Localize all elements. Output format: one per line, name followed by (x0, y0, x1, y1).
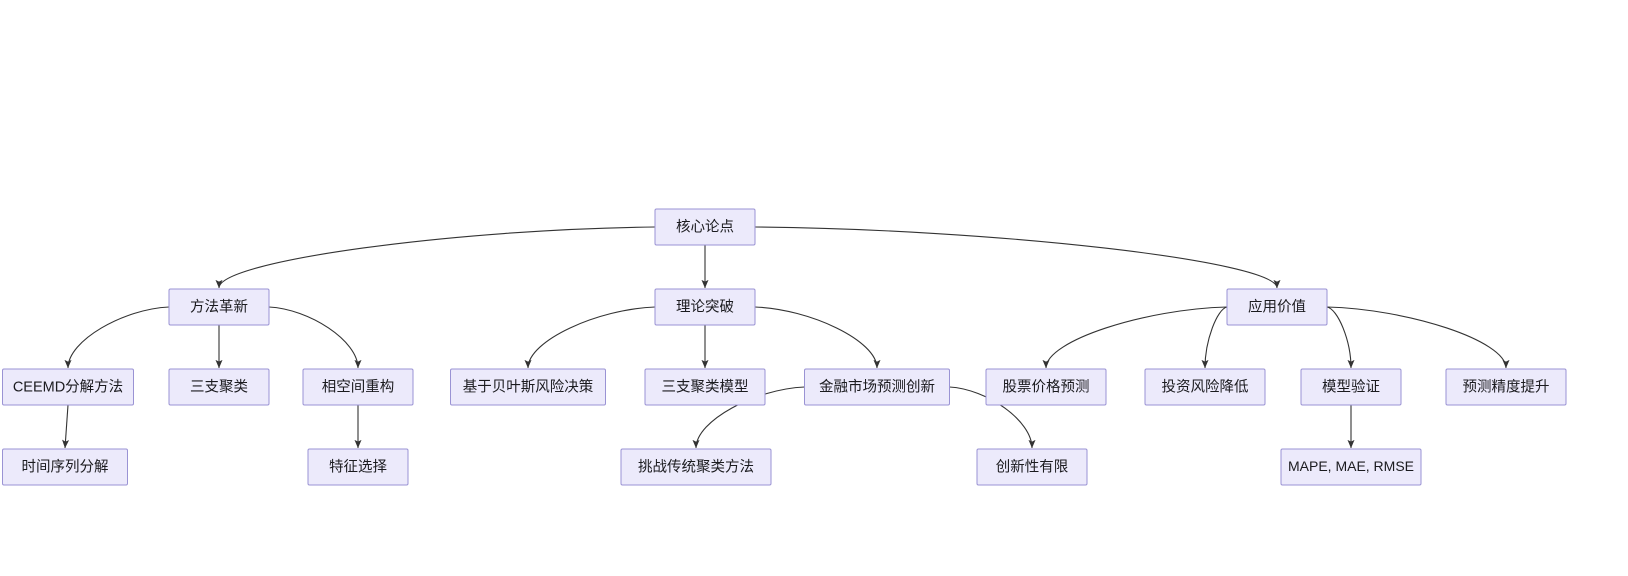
edge-apply-to-validate (1326, 306, 1355, 369)
edge-finnov-to-limited (949, 386, 1036, 449)
edge-core-to-apply (754, 226, 1281, 289)
node-label-twmodel: 三支聚类模型 (662, 378, 749, 395)
node-box-threeway (168, 368, 270, 406)
node-label-threeway: 三支聚类 (190, 378, 248, 395)
node-box-bayes (450, 368, 606, 406)
node-accuracy[interactable]: 预测精度提升 (1445, 368, 1567, 406)
edge-theory-to-finnov (754, 306, 881, 369)
node-label-finnov: 金融市场预测创新 (819, 378, 935, 395)
node-limited[interactable]: 创新性有限 (976, 448, 1088, 486)
node-box-featsel (307, 448, 409, 486)
node-box-stock (985, 368, 1107, 406)
edge-theory-to-bayes (524, 306, 656, 369)
node-box-challenge (620, 448, 772, 486)
node-box-risk (1144, 368, 1266, 406)
node-box-tsdecomp (2, 448, 128, 486)
node-label-apply: 应用价值 (1248, 297, 1306, 315)
edge-apply-to-stock (1042, 306, 1228, 369)
node-label-featsel: 特征选择 (329, 458, 387, 475)
edge-method-to-ceemd (64, 306, 170, 369)
edge-apply-to-risk (1201, 306, 1228, 369)
node-label-stock: 股票价格预测 (1003, 378, 1090, 395)
node-box-method (168, 288, 270, 326)
node-phase[interactable]: 相空间重构 (302, 368, 414, 406)
node-label-metrics: MAPE, MAE, RMSE (1288, 458, 1414, 474)
edge-finnov-to-challenge (692, 386, 805, 449)
node-validate[interactable]: 模型验证 (1300, 368, 1402, 406)
edge-apply-to-accuracy (1326, 306, 1510, 369)
node-label-method: 方法革新 (190, 298, 248, 315)
node-box-ceemd (2, 368, 134, 406)
node-core[interactable]: 核心论点 (654, 208, 756, 246)
node-metrics[interactable]: MAPE, MAE, RMSE (1280, 448, 1422, 486)
edge-method-to-phase (268, 306, 362, 369)
node-tsdecomp[interactable]: 时间序列分解 (2, 448, 128, 486)
node-label-bayes: 基于贝叶斯风险决策 (463, 378, 594, 395)
node-risk[interactable]: 投资风险降低 (1144, 368, 1266, 406)
node-bayes[interactable]: 基于贝叶斯风险决策 (450, 368, 606, 406)
edge-ceemd-to-tsdecomp (62, 404, 70, 449)
node-label-accuracy: 预测精度提升 (1463, 378, 1550, 395)
node-box-twmodel (644, 368, 766, 406)
edge-core-to-method (215, 226, 656, 289)
node-finnov[interactable]: 金融市场预测创新 (804, 368, 950, 406)
edge-layer (62, 226, 1510, 449)
node-label-core: 核心论点 (676, 218, 734, 235)
node-label-risk: 投资风险降低 (1162, 378, 1249, 395)
node-method[interactable]: 方法革新 (168, 288, 270, 326)
node-label-validate: 模型验证 (1322, 378, 1380, 395)
node-label-phase: 相空间重构 (322, 378, 395, 395)
node-threeway[interactable]: 三支聚类 (168, 368, 270, 406)
node-apply[interactable]: 应用价值 (1226, 288, 1328, 326)
node-ceemd[interactable]: CEEMD分解方法 (2, 368, 134, 406)
node-stock[interactable]: 股票价格预测 (985, 368, 1107, 406)
node-label-ceemd: CEEMD分解方法 (13, 378, 123, 395)
node-box-theory (654, 288, 756, 326)
node-box-phase (302, 368, 414, 406)
node-featsel[interactable]: 特征选择 (307, 448, 409, 486)
node-box-validate (1300, 368, 1402, 406)
node-label-tsdecomp: 时间序列分解 (22, 458, 109, 475)
node-challenge[interactable]: 挑战传统聚类方法 (620, 448, 772, 486)
node-twmodel[interactable]: 三支聚类模型 (644, 368, 766, 406)
node-box-limited (976, 448, 1088, 486)
node-box-finnov (804, 368, 950, 406)
node-label-challenge: 挑战传统聚类方法 (638, 458, 754, 475)
node-theory[interactable]: 理论突破 (654, 288, 756, 326)
node-label-limited: 创新性有限 (996, 458, 1069, 475)
node-label-theory: 理论突破 (676, 298, 734, 315)
node-box-accuracy (1445, 368, 1567, 406)
node-box-apply (1226, 288, 1328, 326)
node-box-metrics (1280, 448, 1422, 486)
node-box-core (654, 208, 756, 246)
